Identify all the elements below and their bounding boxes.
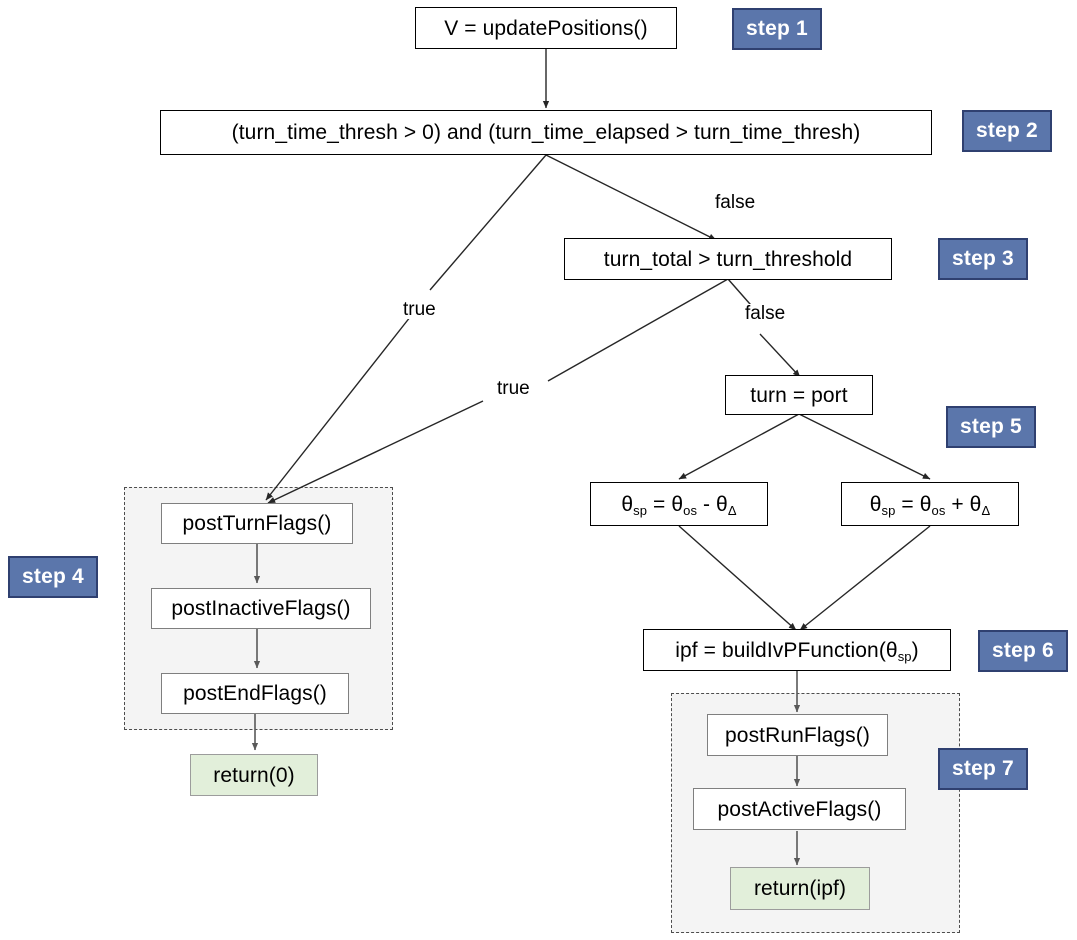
node-post-inactive-flags[interactable]: postInactiveFlags() [151,588,371,629]
theta-minus-expression: θsp = θos - θΔ [621,492,737,518]
theta-operator: + θ [945,492,982,516]
badge-step-1: step 1 [732,8,822,50]
edge-label-step2-true: true [400,300,439,319]
theta-sub-delta: Δ [727,502,737,518]
node-turn-port[interactable]: turn = port [725,375,873,415]
node-post-run-flags[interactable]: postRunFlags() [707,714,888,756]
theta-sub-os: os [683,502,698,518]
node-return-zero[interactable]: return(0) [190,754,318,796]
badge-step-7: step 7 [938,748,1028,790]
edge-label-step3-true: true [494,379,533,398]
edge-label-step2-false: false [712,193,759,212]
node-ipf-build[interactable]: ipf = buildIvPFunction(θsp) [643,629,951,671]
theta-sub-delta: Δ [981,502,991,518]
badge-step-3: step 3 [938,238,1028,280]
node-return-ipf[interactable]: return(ipf) [730,867,870,910]
theta-equals: = θ [647,492,684,516]
theta-symbol: θ [869,492,882,516]
badge-step-6: step 6 [978,630,1068,672]
node-post-active-flags[interactable]: postActiveFlags() [693,788,906,830]
theta-plus-expression: θsp = θos + θΔ [869,492,991,518]
node-theta-sp-plus[interactable]: θsp = θos + θΔ [841,482,1019,526]
theta-equals: = θ [895,492,932,516]
theta-sub-sp: sp [633,502,648,518]
theta-symbol: θ [621,492,634,516]
theta-sub-sp: sp [897,648,912,664]
theta-sub-os: os [931,502,946,518]
node-cond-turn-time[interactable]: (turn_time_thresh > 0) and (turn_time_el… [160,110,932,155]
node-theta-sp-minus[interactable]: θsp = θos - θΔ [590,482,768,526]
node-update-positions[interactable]: V = updatePositions() [415,7,677,49]
ipf-expression: ipf = buildIvPFunction(θsp) [675,638,919,664]
node-post-end-flags[interactable]: postEndFlags() [161,673,349,714]
node-cond-turn-total[interactable]: turn_total > turn_threshold [564,238,892,280]
ipf-call-text: ipf = buildIvPFunction(θ [675,638,898,662]
ipf-close-paren: ) [911,638,919,662]
node-post-turn-flags[interactable]: postTurnFlags() [161,503,353,544]
edge-label-step3-false: false [742,304,789,323]
badge-step-2: step 2 [962,110,1052,152]
theta-operator: - θ [697,492,728,516]
badge-step-4: step 4 [8,556,98,598]
theta-sub-sp: sp [881,502,896,518]
badge-step-5: step 5 [946,406,1036,448]
